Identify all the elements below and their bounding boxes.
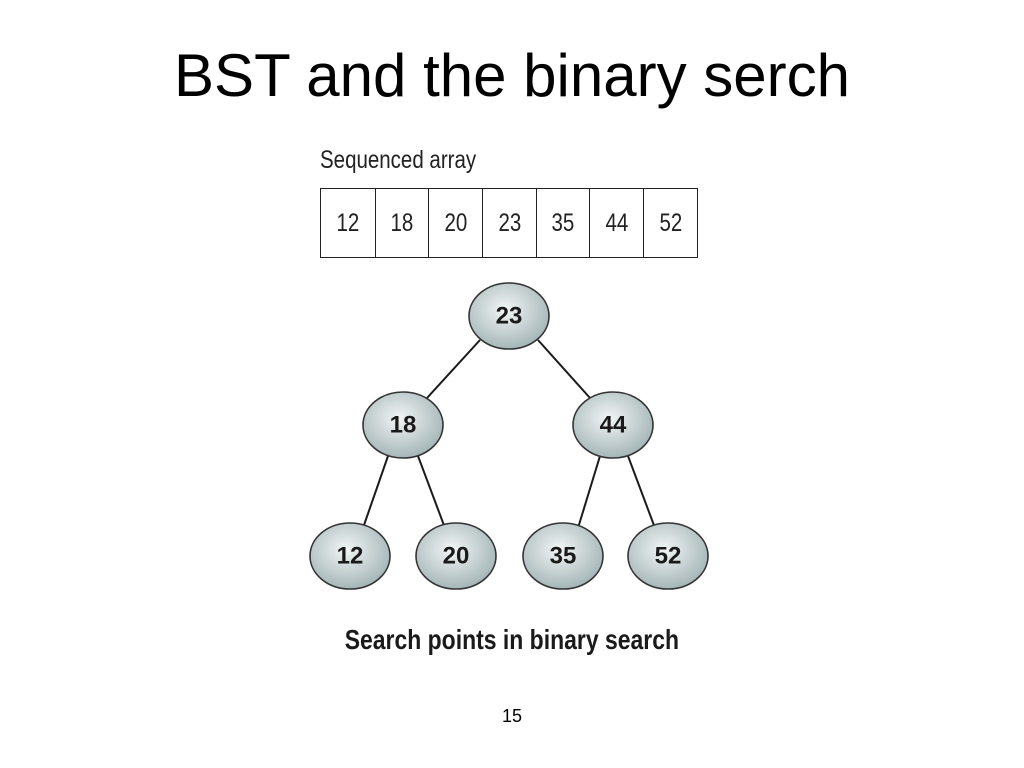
array-cell: 20 [428,189,482,257]
tree-node-leaf: 52 [627,522,709,590]
tree-edge [627,455,656,529]
tree-node-label: 18 [390,412,417,439]
tree-node-left: 18 [362,391,444,459]
array-cell: 18 [374,189,429,257]
array-cell-value: 35 [551,208,575,237]
array-label: Sequenced array [320,146,477,174]
tree-node-leaf: 35 [522,522,604,590]
tree-node-label: 23 [496,303,523,330]
tree-edge [577,455,601,529]
tree-edge [362,455,389,529]
array-cell-value: 23 [498,208,521,237]
tree-node-label: 44 [600,412,627,439]
tree-edge [417,455,446,529]
array-cell: 35 [535,189,590,257]
array-cell-value: 18 [390,208,414,237]
array-cell-value: 20 [444,208,468,237]
array-cell: 44 [589,189,643,257]
array-cell: 12 [321,189,375,257]
array-cell: 52 [643,189,697,257]
array-cell-value: 44 [605,208,629,237]
tree-node-root: 23 [468,282,550,350]
sequenced-array: 12 18 20 23 35 44 52 [320,188,698,258]
tree-node-label: 20 [443,543,470,570]
figure-caption: Search points in binary search [0,620,1024,660]
tree-node-label: 35 [550,543,577,570]
slide-title: BST and the binary serch [174,42,850,109]
tree-edge [426,339,481,399]
array-cell-value: 12 [336,208,360,237]
tree-node-leaf: 12 [309,522,391,590]
tree-node-right: 44 [572,391,654,459]
array-cell-value: 52 [659,208,682,237]
tree-node-label: 52 [655,543,682,570]
tree-node-label: 12 [337,543,364,570]
figure-caption-text: Search points in binary search [344,624,680,655]
page-number: 15 [501,706,523,726]
tree-node-leaf: 20 [415,522,497,590]
array-cell: 23 [482,189,536,257]
tree-edge [537,339,591,399]
